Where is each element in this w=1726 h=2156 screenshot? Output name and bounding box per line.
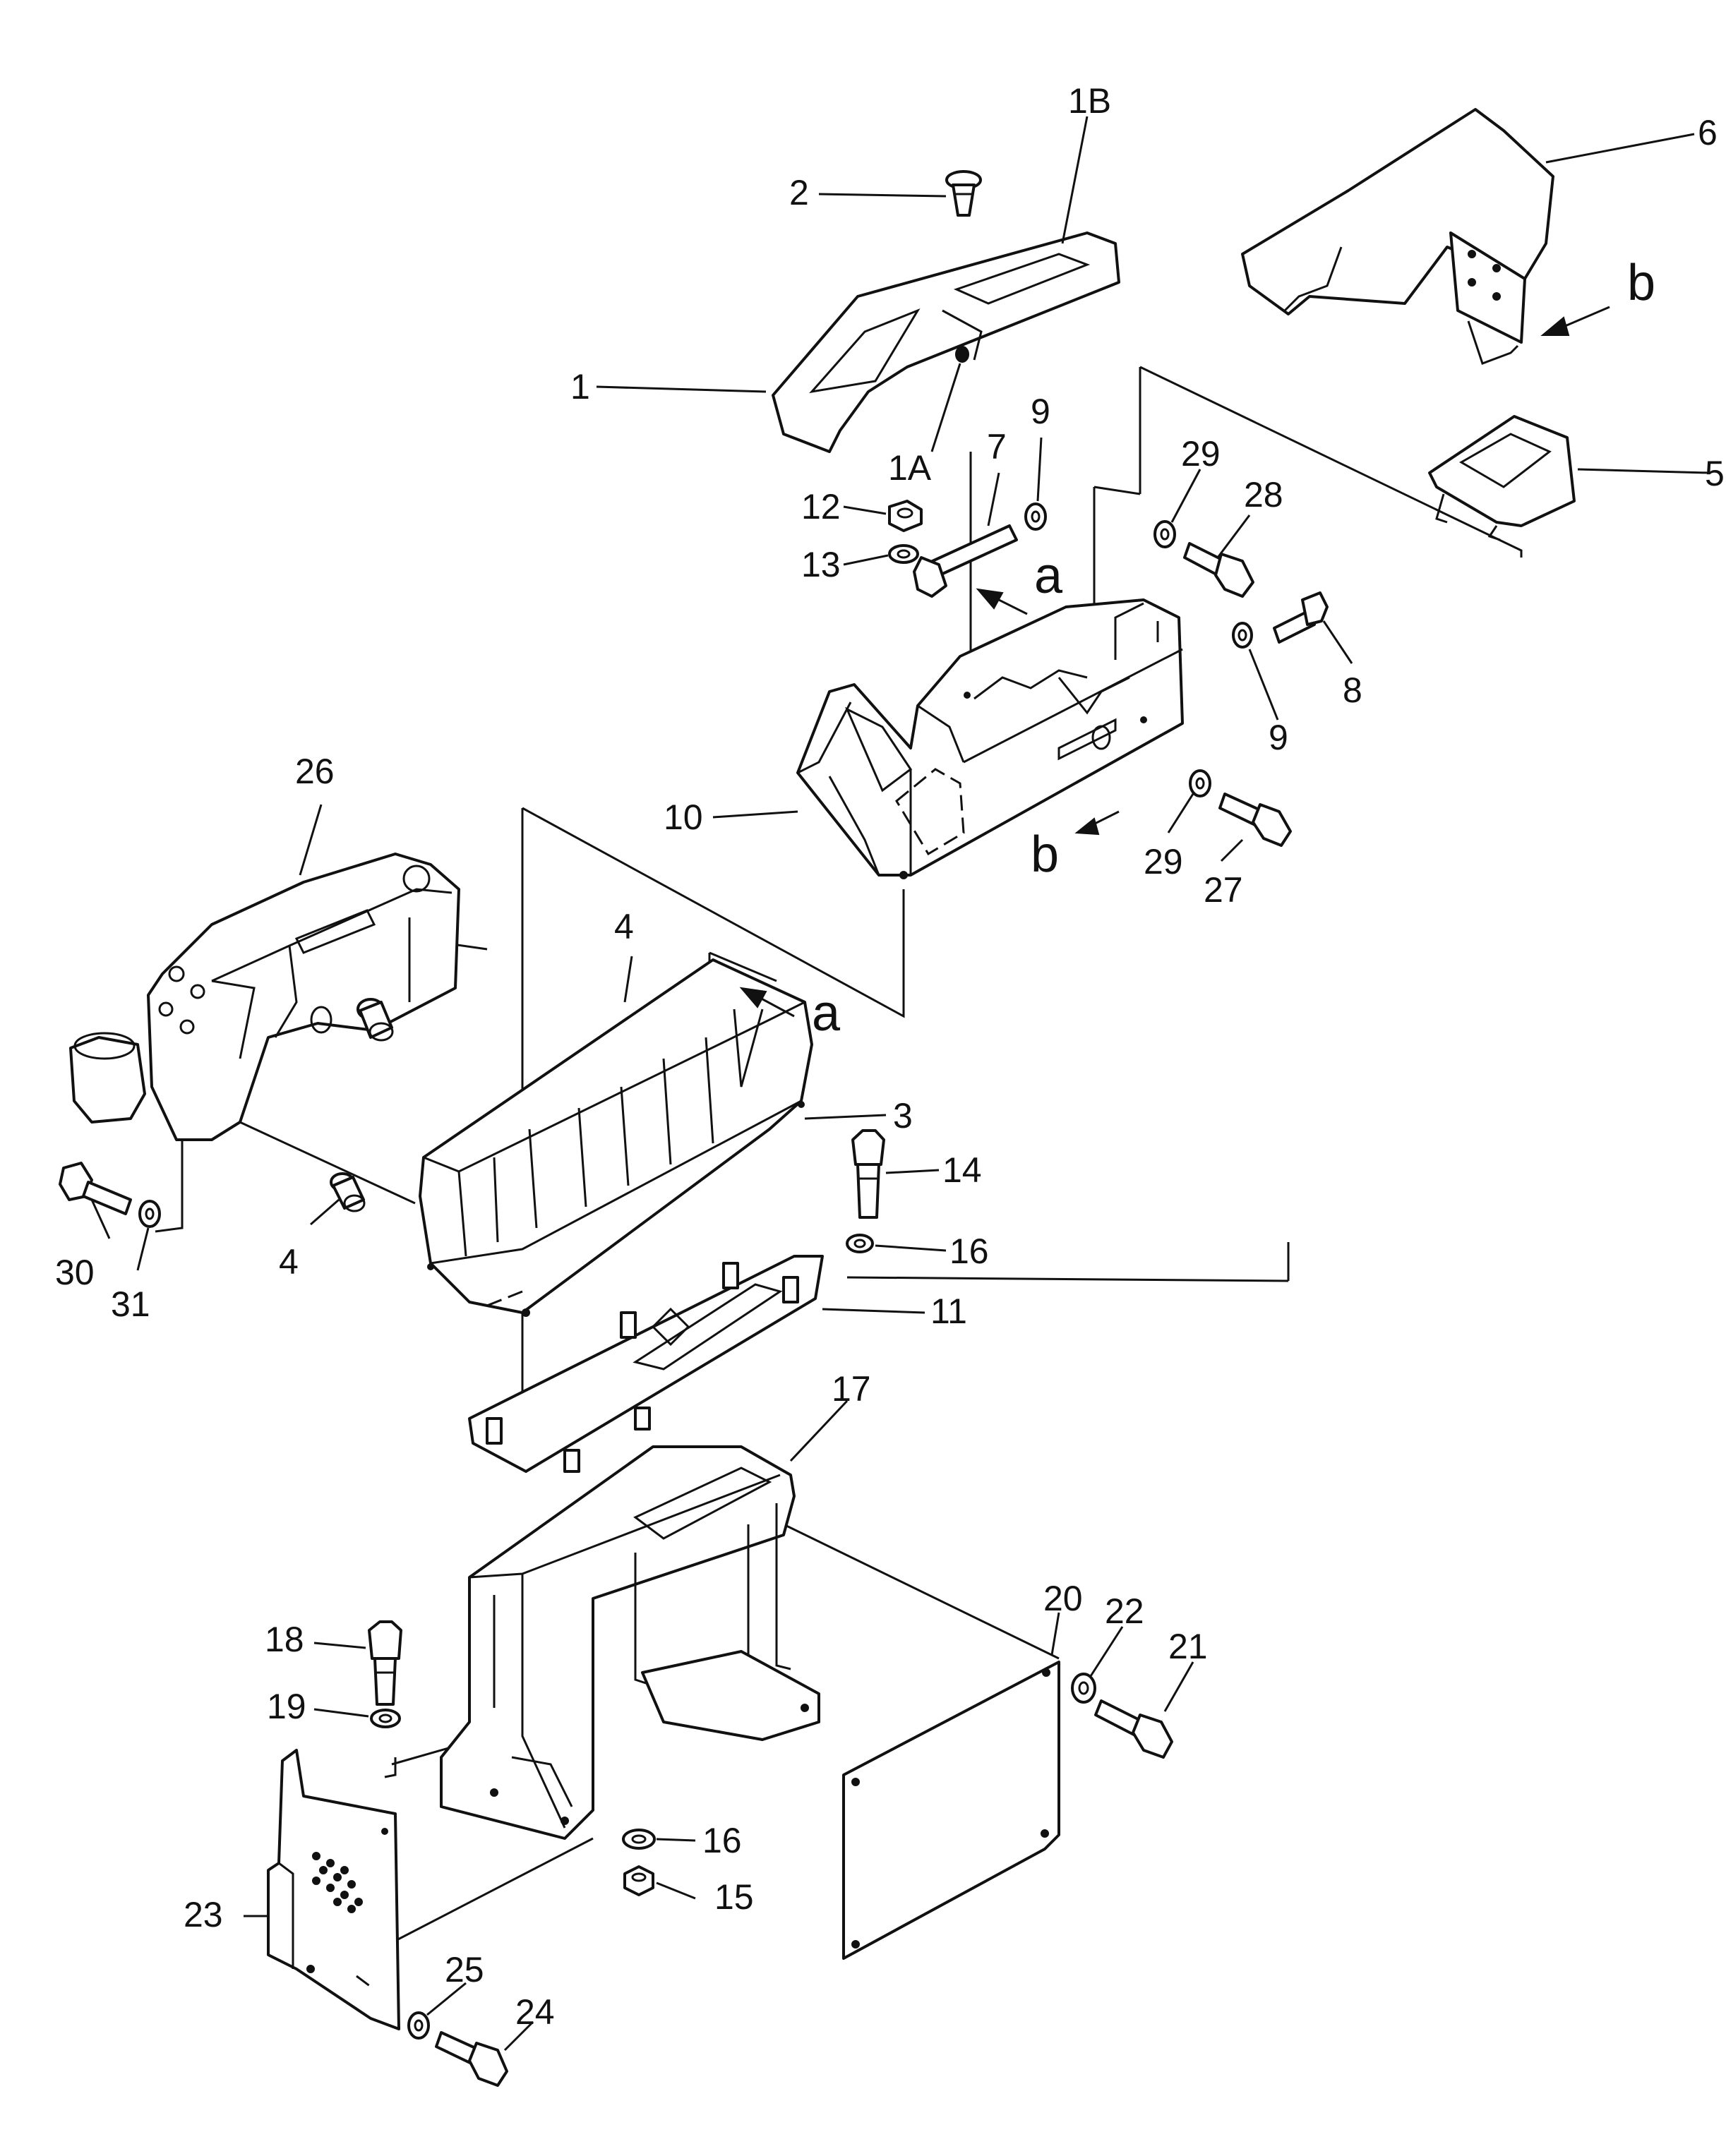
callout-16-upper: 16 <box>949 1231 989 1271</box>
view-marker-labels: a a b b <box>812 255 1655 1042</box>
part-11-mount-plate <box>468 1255 824 1473</box>
part-15-nut <box>623 1865 654 1896</box>
callout-13: 13 <box>801 545 841 584</box>
part-16-washer-upper <box>846 1234 874 1253</box>
part-29-washer-upper <box>1153 520 1176 548</box>
callout-15: 15 <box>714 1877 754 1917</box>
callout-1B: 1B <box>1068 81 1111 121</box>
part-30-bolt <box>59 1162 132 1215</box>
part-17-frame <box>440 1445 820 1840</box>
callout-24: 24 <box>515 1992 555 2032</box>
callout-20: 20 <box>1043 1579 1083 1618</box>
part-16-washer-lower <box>622 1829 656 1850</box>
callout-4-upper: 4 <box>614 907 634 946</box>
part-24-bolt <box>435 2031 508 2087</box>
callout-29-upper: 29 <box>1181 434 1221 474</box>
part-26-side-console <box>69 853 460 1141</box>
part-23-cover-plate <box>267 1749 400 2030</box>
part-10-console-body <box>796 598 1184 879</box>
part-31-washer <box>138 1200 161 1228</box>
callout-22: 22 <box>1105 1591 1144 1631</box>
view-arrow-a-upper <box>976 588 1028 615</box>
part-22-washer <box>1071 1673 1096 1704</box>
part-18-bolt <box>368 1620 402 1706</box>
part-7-bolt <box>913 524 1018 598</box>
part-19-washer <box>370 1709 401 1728</box>
callout-27: 27 <box>1204 870 1243 910</box>
callout-30: 30 <box>55 1253 95 1292</box>
part-9-washer-lower <box>1232 622 1253 649</box>
callout-1A: 1A <box>888 448 932 488</box>
part-25-washer <box>407 2011 430 2040</box>
view-letter-a-lower: a <box>812 985 841 1042</box>
part-8-bolt <box>1273 591 1329 644</box>
callout-26: 26 <box>295 752 335 791</box>
part-28-bolt <box>1183 542 1254 598</box>
callout-labels: 1 1A 1B 2 3 4 4 5 6 7 8 9 9 10 11 12 13 … <box>55 81 1725 2032</box>
callout-1: 1 <box>570 367 590 406</box>
part-20-side-panel <box>842 1661 1060 1960</box>
view-arrow-a-lower <box>739 987 795 1018</box>
callout-9-lower: 9 <box>1269 718 1288 757</box>
part-4-bushing-upper <box>356 998 394 1042</box>
callout-21: 21 <box>1168 1627 1208 1666</box>
part-5-bezel <box>1428 415 1576 541</box>
part-14-bolt <box>851 1129 885 1219</box>
view-letter-b-upper: b <box>1627 255 1655 311</box>
part-1-upper-cover <box>772 231 1120 453</box>
callout-23: 23 <box>184 1895 223 1934</box>
view-arrow-b-lower <box>1074 810 1120 836</box>
part-29-washer-lower <box>1189 769 1211 797</box>
part-2-bolt <box>945 170 982 217</box>
callout-9-upper: 9 <box>1031 392 1050 431</box>
view-arrow-b-upper <box>1540 306 1610 336</box>
view-letter-a-upper: a <box>1034 548 1063 604</box>
callout-14: 14 <box>942 1150 982 1190</box>
part-13-washer <box>888 544 919 564</box>
part-4-bushing-lower <box>330 1172 366 1212</box>
part-9-washer-upper <box>1024 502 1047 531</box>
part-6-lever-handle <box>1241 108 1554 365</box>
part-12-nut <box>888 500 923 532</box>
part-27-bolt <box>1218 793 1292 847</box>
callout-31: 31 <box>111 1284 150 1324</box>
part-21-bolt <box>1094 1699 1173 1759</box>
callout-28: 28 <box>1244 475 1283 514</box>
vent-holes <box>312 1852 363 1913</box>
callout-2: 2 <box>789 173 809 212</box>
callout-18: 18 <box>265 1620 304 1659</box>
callout-16-lower: 16 <box>702 1821 742 1860</box>
callout-19: 19 <box>267 1687 306 1726</box>
callout-29-lower: 29 <box>1144 842 1183 881</box>
view-letter-b-lower: b <box>1031 826 1059 883</box>
callout-11: 11 <box>930 1291 967 1331</box>
callout-17: 17 <box>832 1369 871 1409</box>
callout-8: 8 <box>1343 670 1362 710</box>
callout-4-lower: 4 <box>279 1242 299 1282</box>
callout-25: 25 <box>445 1950 484 1989</box>
callout-6: 6 <box>1698 113 1718 152</box>
callout-10: 10 <box>664 797 703 837</box>
callout-5: 5 <box>1705 454 1725 493</box>
leader-lines <box>90 116 1709 2052</box>
part-3-lower-box <box>419 958 813 1317</box>
callout-12: 12 <box>801 487 841 526</box>
callout-7: 7 <box>987 427 1007 466</box>
callout-3: 3 <box>893 1096 913 1136</box>
